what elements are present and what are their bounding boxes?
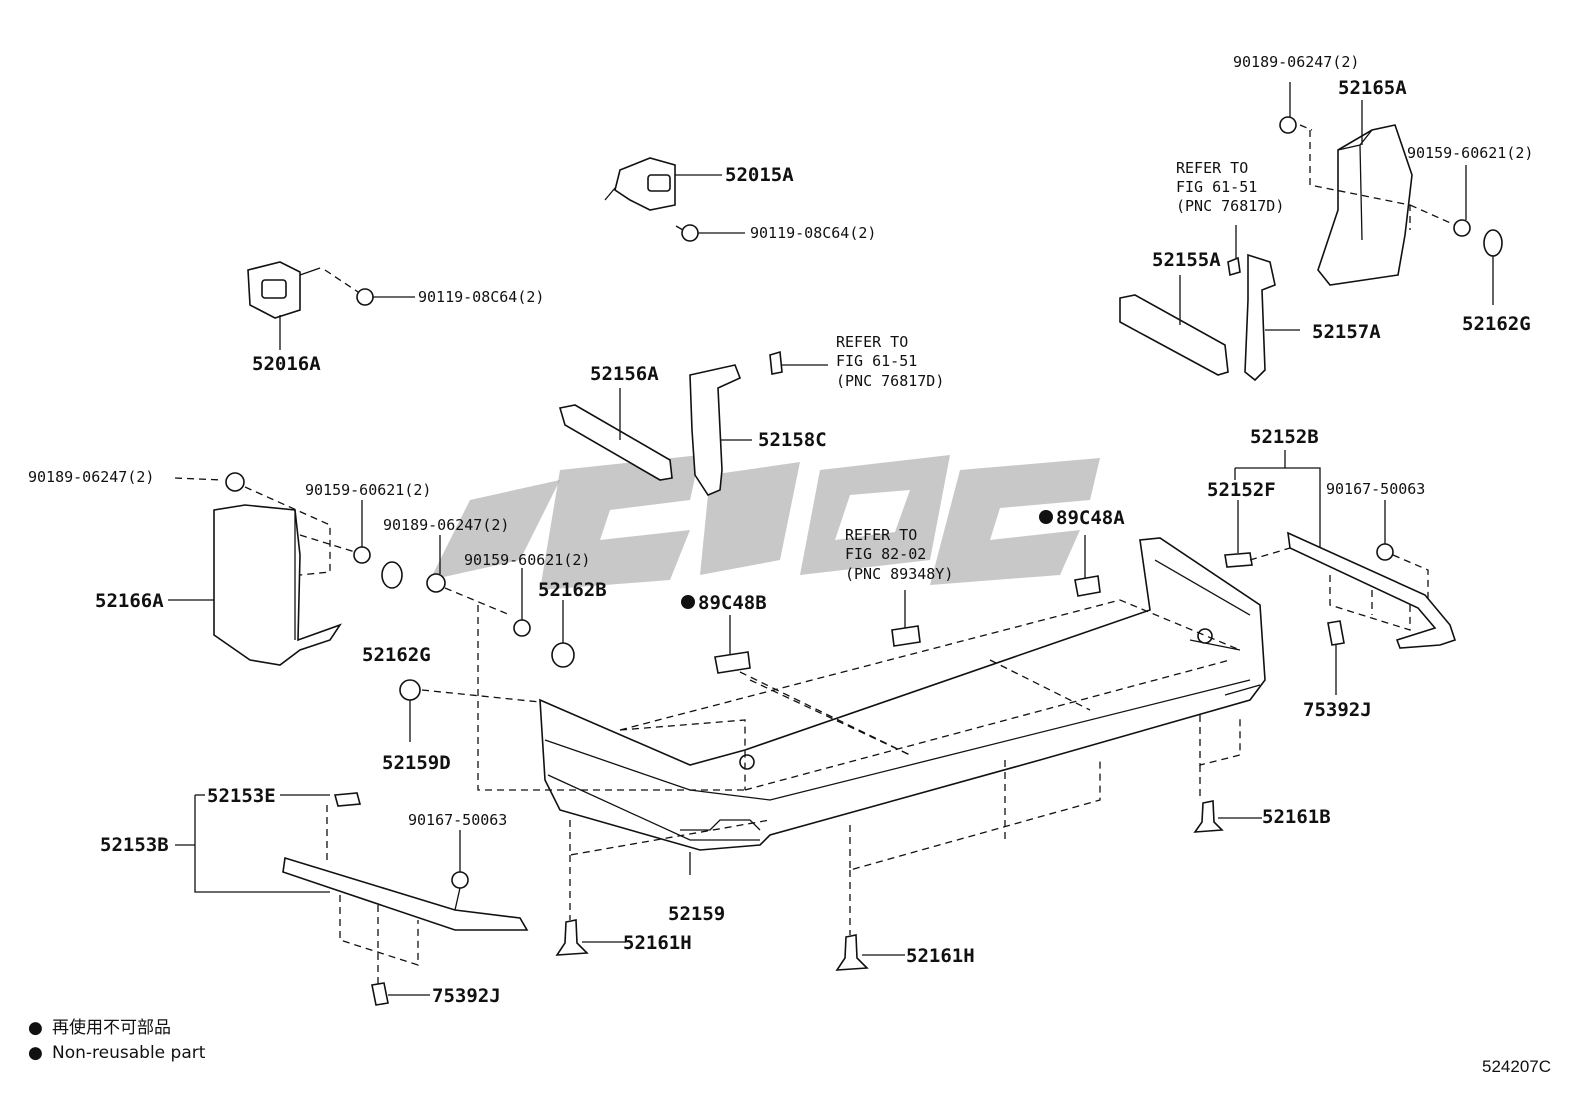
- bracket-89C48B: [714, 615, 911, 756]
- label-52153B: 52153B: [100, 834, 169, 856]
- label-52159: 52159: [668, 903, 725, 925]
- cap-52162G-right: [1483, 229, 1503, 305]
- bracket-52158C: [689, 350, 828, 496]
- label-52161H-left: 52161H: [623, 932, 692, 954]
- cover-52165A: [1317, 100, 1413, 286]
- bracket-89C48A: [1074, 535, 1101, 597]
- label-52152F: 52152F: [1207, 479, 1276, 501]
- label-52162B: 52162B: [538, 579, 607, 601]
- bracket-52157A: [1227, 225, 1300, 382]
- clip-52161B: [1193, 800, 1262, 833]
- label-90159-center: 90159-60621(2): [464, 551, 590, 569]
- label-89C48B: 89C48B: [698, 592, 767, 614]
- legend: ● 再使用不可部品 ● Non-reusable part: [28, 1017, 206, 1063]
- label-52161B: 52161B: [1262, 806, 1331, 828]
- label-52016A: 52016A: [252, 353, 321, 375]
- legend-text-english: Non-reusable part: [52, 1043, 206, 1063]
- refer-note-line: (PNC 76817D): [1176, 197, 1284, 215]
- label-89C48A: 89C48A: [1056, 507, 1125, 529]
- bolt-90159-center: [513, 568, 531, 637]
- legend-bullet: ●: [28, 1043, 43, 1063]
- label-75392J-left: 75392J: [432, 985, 501, 1007]
- cap-52162B: [551, 600, 575, 668]
- non-reusable-dot-89C48B: [681, 595, 695, 609]
- watermark-logo: [430, 455, 1100, 590]
- bracket-52015A: [604, 157, 722, 211]
- spacer-52159D: [399, 679, 541, 742]
- label-52159D: 52159D: [382, 752, 451, 774]
- refer-note-line: REFER TO: [1176, 159, 1248, 177]
- refer-note-top-right: REFER TO FIG 61-51 (PNC 76817D): [1176, 159, 1284, 215]
- bolt-90159-left: [299, 500, 371, 564]
- label-90167-right: 90167-50063: [1326, 480, 1425, 498]
- refer-note-line: (PNC 76817D): [836, 372, 944, 390]
- non-reusable-dot-89C48A: [1039, 510, 1053, 524]
- legend-text-japanese: 再使用不可部品: [52, 1017, 171, 1038]
- clip-52161H-left: [555, 919, 625, 956]
- label-90189-top-right: 90189-06247(2): [1233, 53, 1359, 71]
- bolt-90167-left: [451, 830, 469, 911]
- label-52015A: 52015A: [725, 164, 794, 186]
- legend-bullet: ●: [28, 1018, 43, 1038]
- clip-52161H-center: [835, 934, 905, 971]
- bumper-cover-52159: [539, 537, 1266, 851]
- refer-note-mid: REFER TO FIG 61-51 (PNC 76817D): [836, 333, 944, 390]
- moulding-52152B: [1224, 531, 1457, 649]
- clip-75392J-right: [1327, 620, 1345, 695]
- label-90159-top-right: 90159-60621(2): [1407, 144, 1533, 162]
- refer-note-center: REFER TO FIG 82-02 (PNC 89348Y): [845, 526, 953, 583]
- figure-code: 524207C: [1482, 1057, 1551, 1076]
- bolt-90119-left: [324, 269, 415, 306]
- cap-52162G-left: [381, 561, 403, 589]
- label-52153E: 52153E: [207, 785, 276, 807]
- refer-note-line: FIG 82-02: [845, 545, 926, 563]
- label-90167-left: 90167-50063: [408, 811, 507, 829]
- label-52152B: 52152B: [1250, 426, 1319, 448]
- bracket-52016A: [247, 261, 321, 350]
- label-52158C: 52158C: [758, 429, 827, 451]
- refer-note-line: FIG 61-51: [1176, 178, 1257, 196]
- label-90119-top: 90119-08C64(2): [750, 224, 876, 242]
- label-52162G-left: 52162G: [362, 644, 431, 666]
- clip-75392J-left: [371, 982, 430, 1006]
- label-90159-left: 90159-60621(2): [305, 481, 431, 499]
- clip-90189-left: [174, 472, 245, 492]
- refer-note-line: (PNC 89348Y): [845, 565, 953, 583]
- bolt-90167-right: [1376, 500, 1429, 600]
- refer-note-line: REFER TO: [845, 526, 917, 544]
- retainer-52155A: [1119, 275, 1229, 376]
- label-90119-left: 90119-08C64(2): [418, 288, 544, 306]
- label-52157A: 52157A: [1312, 321, 1381, 343]
- refer-note-line: FIG 61-51: [836, 352, 917, 370]
- label-52156A: 52156A: [590, 363, 659, 385]
- bolt-90159-top-right: [1409, 165, 1471, 237]
- label-90189-center: 90189-06247(2): [383, 516, 509, 534]
- label-75392J-right: 75392J: [1303, 699, 1372, 721]
- bracket-89348Y: [891, 590, 921, 647]
- label-52165A: 52165A: [1338, 77, 1407, 99]
- label-52161H-center: 52161H: [906, 945, 975, 967]
- clip-90189-center: [426, 535, 511, 616]
- label-52162G-right: 52162G: [1462, 313, 1531, 335]
- refer-note-line: REFER TO: [836, 333, 908, 351]
- clip-90189-top-right: [1279, 82, 1297, 134]
- bolt-90119-top: [675, 224, 745, 242]
- cover-52166A: [168, 504, 343, 666]
- label-90189-left: 90189-06247(2): [28, 468, 154, 486]
- label-52166A: 52166A: [95, 590, 164, 612]
- retainer-52156A: [558, 388, 673, 481]
- label-52155A: 52155A: [1152, 249, 1221, 271]
